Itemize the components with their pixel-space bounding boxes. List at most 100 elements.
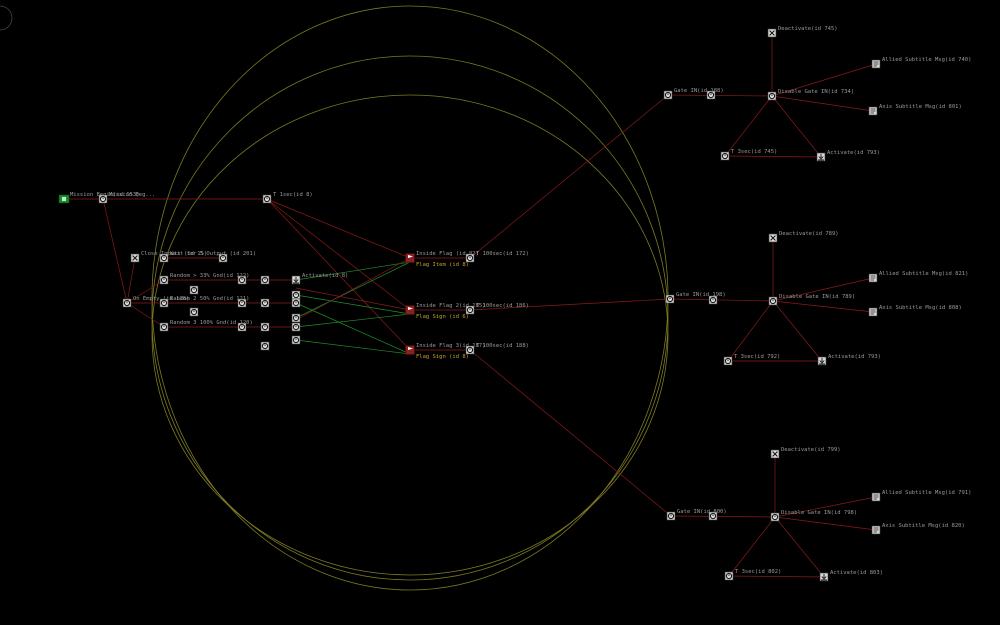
graph-edge bbox=[469, 298, 671, 311]
timer-icon[interactable] bbox=[260, 322, 270, 332]
node-label: Activate(id 793) bbox=[828, 354, 881, 360]
node-label: T 100sec(id 188) bbox=[476, 343, 529, 349]
timer-icon[interactable] bbox=[708, 295, 718, 305]
graph-node[interactable]: Random > 33% Gnd(id 122) bbox=[159, 273, 249, 285]
message-icon bbox=[868, 106, 878, 116]
timer-icon bbox=[262, 194, 272, 204]
timer-icon bbox=[723, 356, 733, 366]
graph-node[interactable]: Disable Gate IN(id 734) bbox=[767, 89, 854, 101]
timer-icon bbox=[159, 275, 169, 285]
graph-node[interactable]: T 100sec(id 188) bbox=[465, 343, 529, 355]
graph-node[interactable]: Activate(id 8) bbox=[291, 273, 348, 285]
graph-node[interactable]: Gate IN(id 188) bbox=[663, 88, 724, 100]
graph-node[interactable]: T 3sec(id 792) bbox=[723, 354, 780, 366]
graph-edge bbox=[295, 294, 411, 315]
graph-node[interactable]: Allied Subtitle Msg(id 821) bbox=[868, 271, 968, 283]
flag-icon bbox=[405, 253, 415, 263]
node-label: T 3sec(id 802) bbox=[735, 569, 781, 575]
timer-icon[interactable] bbox=[291, 335, 301, 345]
graph-edge bbox=[295, 339, 411, 355]
timer-icon[interactable] bbox=[189, 307, 199, 317]
node-label: Gate IN(id 188) bbox=[674, 88, 724, 94]
graph-node[interactable]: T 1sec(id 8) bbox=[262, 192, 313, 204]
timer-icon bbox=[465, 305, 475, 315]
timer-icon[interactable] bbox=[237, 275, 247, 285]
graph-node[interactable]: T 3sec(id 745) bbox=[720, 149, 777, 161]
timer-icon[interactable] bbox=[237, 298, 247, 308]
activate-icon bbox=[817, 356, 827, 366]
graph-node[interactable]: Gate IN(id 198) bbox=[665, 292, 726, 304]
graph-edge bbox=[126, 302, 165, 328]
graph-node[interactable]: Disable Gate IN(id 798) bbox=[770, 510, 857, 522]
timer-icon[interactable] bbox=[260, 298, 270, 308]
timer-icon[interactable] bbox=[260, 341, 270, 351]
graph-node[interactable]: Inside Flag 2(id 185) bbox=[405, 303, 486, 315]
graph-node[interactable]: Activate(id 803) bbox=[819, 570, 883, 582]
graph-node[interactable]: Random 3 100% Gnd(id 120) bbox=[159, 320, 253, 332]
node-label: Axis Subtitle Msg(id 820) bbox=[882, 523, 965, 529]
timer-icon[interactable] bbox=[218, 253, 228, 263]
graph-edge bbox=[728, 575, 825, 578]
graph-node[interactable]: Random 2 50% Gnd(id 121) bbox=[159, 296, 249, 308]
node-label: T 3sec(id 745) bbox=[731, 149, 777, 155]
node-label: Activate(id 803) bbox=[830, 570, 883, 576]
node-label: T 1sec(id 8) bbox=[273, 192, 313, 198]
timer-icon bbox=[663, 90, 673, 100]
graph-node[interactable]: Allied Subtitle Msg(id 791) bbox=[871, 490, 971, 502]
graph-node[interactable]: Axis Subtitle Msg(id 801) bbox=[868, 104, 962, 116]
graph-edge bbox=[771, 95, 874, 112]
graph-node[interactable]: T 100sec(id 172) bbox=[465, 251, 529, 263]
node-label: Inside Flag (id 82) bbox=[416, 251, 479, 257]
timer-icon[interactable] bbox=[291, 322, 301, 332]
flag-sign-label: Flag Item (id 8) bbox=[416, 262, 469, 268]
graph-node[interactable]: Mission Beg... bbox=[98, 192, 155, 204]
node-label: Axis Subtitle Msg(id 801) bbox=[879, 104, 962, 110]
flag-sign-label: Flag Sign (id 6) bbox=[416, 314, 469, 320]
timer-icon bbox=[666, 511, 676, 521]
graph-node[interactable]: Deactivate(id 799) bbox=[770, 447, 841, 459]
graph-edge bbox=[295, 302, 411, 355]
timer-icon bbox=[770, 512, 780, 522]
graph-node[interactable]: Disable Gate IN(id 789) bbox=[768, 294, 855, 306]
graph-edge bbox=[295, 261, 411, 319]
flag-icon bbox=[405, 305, 415, 315]
node-label: Axis Subtitle Msg(id 808) bbox=[879, 305, 962, 311]
graph-node[interactable]: Activate(id 793) bbox=[817, 354, 881, 366]
graph-node[interactable]: Inside Flag (id 82) bbox=[405, 251, 479, 263]
timer-icon[interactable] bbox=[189, 285, 199, 295]
node-label: Wait for 5 Output (id 201) bbox=[170, 251, 256, 257]
graph-node[interactable]: T 100sec(id 186) bbox=[465, 303, 529, 315]
node-label: Inside Flag 2(id 185) bbox=[416, 303, 486, 309]
timer-icon[interactable] bbox=[237, 322, 247, 332]
timer-icon bbox=[767, 91, 777, 101]
graph-node[interactable]: Allied Subtitle Msg(id 740) bbox=[871, 57, 971, 69]
flag-sign-label: Flag Sign (id 8) bbox=[416, 354, 469, 360]
timer-icon[interactable] bbox=[708, 511, 718, 521]
graph-edge bbox=[724, 155, 822, 158]
graph-edge bbox=[126, 279, 165, 304]
timer-icon bbox=[159, 253, 169, 263]
node-label: Allied Subtitle Msg(id 740) bbox=[882, 57, 971, 63]
graph-node[interactable]: T 3sec(id 802) bbox=[724, 569, 781, 581]
timer-icon[interactable] bbox=[291, 290, 301, 300]
timer-icon[interactable] bbox=[291, 313, 301, 323]
graph-node[interactable]: Deactivate(id 789) bbox=[768, 231, 839, 243]
graph-edge bbox=[469, 94, 669, 259]
graph-node[interactable]: Wait for 5 Output (id 201) bbox=[159, 251, 256, 263]
graph-node[interactable]: Close Inputs (id 15) bbox=[130, 251, 207, 263]
timer-icon[interactable] bbox=[260, 275, 270, 285]
graph-node[interactable]: Deactivate(id 745) bbox=[767, 26, 838, 38]
node-label: T 100sec(id 186) bbox=[476, 303, 529, 309]
graph-node[interactable]: Activate(id 793) bbox=[816, 150, 880, 162]
graph-node[interactable]: Inside Flag 3(id 187) bbox=[405, 343, 486, 355]
timer-icon[interactable] bbox=[291, 298, 301, 308]
graph-edge bbox=[295, 257, 411, 321]
node-label: Allied Subtitle Msg(id 821) bbox=[879, 271, 968, 277]
flag-icon bbox=[405, 345, 415, 355]
message-icon bbox=[871, 59, 881, 69]
graph-node[interactable]: Axis Subtitle Msg(id 820) bbox=[871, 523, 965, 535]
graph-node[interactable]: Gate IN(id 800) bbox=[666, 509, 727, 521]
timer-icon[interactable] bbox=[706, 90, 716, 100]
graph-node[interactable]: Axis Subtitle Msg(id 808) bbox=[868, 305, 962, 317]
